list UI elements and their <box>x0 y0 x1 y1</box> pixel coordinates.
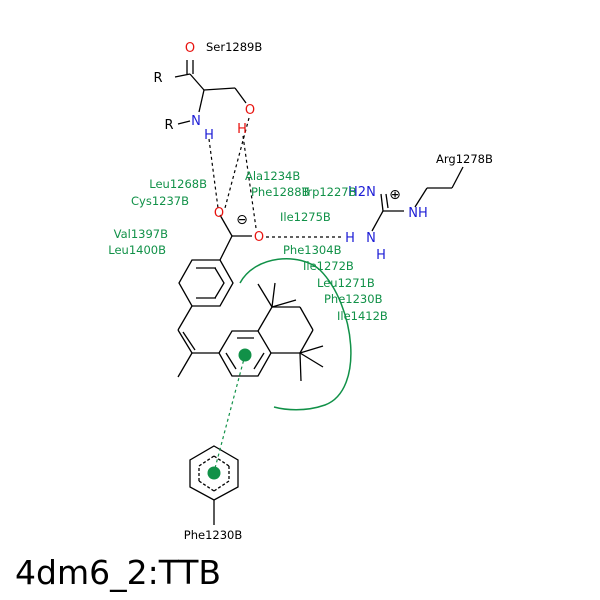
pi-stacking-line <box>213 354 246 473</box>
arg-sidechain <box>371 166 464 232</box>
atom-h-arg-1: H <box>345 231 355 246</box>
atom-o-carboxyl-1: O <box>214 206 224 221</box>
phe1230-ring <box>189 445 239 525</box>
residue-label-ser1289b: Ser1289B <box>206 40 262 54</box>
residue-label-phe1304b: Phe1304B <box>283 243 342 257</box>
atom-o-carbonyl: O <box>185 41 195 56</box>
residue-label-val1397b: Val1397B <box>114 227 168 241</box>
atom-r1: R <box>153 71 162 86</box>
pi-centroid-phe <box>207 466 221 480</box>
atom-nh-arg: NH <box>408 206 428 221</box>
residue-label-leu1268b: Leu1268B <box>149 177 207 191</box>
atom-n-arg-3: N <box>366 231 376 246</box>
atom-h2-arg: H2 <box>348 185 366 200</box>
residue-label-phe1288b: Phe1288B <box>251 185 310 199</box>
residue-label-leu1271b: Leu1271B <box>317 276 375 290</box>
ser-backbone <box>174 60 247 125</box>
residue-label-ala1234b: Ala1234B <box>245 169 300 183</box>
atom-o-carboxyl-2: O <box>254 230 264 245</box>
atom-h-backbone: H <box>204 128 214 143</box>
pi-centroid-ligand <box>238 348 252 362</box>
residue-label-arg1278b: Arg1278B <box>436 152 493 166</box>
residue-label-ile1272b: Ile1272B <box>303 259 354 273</box>
residue-label-leu1400b: Leu1400B <box>108 243 166 257</box>
atom-h-arg-2: H <box>376 248 386 263</box>
negative-charge: ⊖ <box>236 212 248 228</box>
residue-label-ile1412b: Ile1412B <box>337 309 388 323</box>
diagram-title: 4dm6_2:TTB <box>15 553 221 592</box>
atom-r2: R <box>164 118 173 133</box>
hydrophobic-arc <box>239 258 352 411</box>
residue-label-trp1227b: Trp1227B <box>301 185 357 199</box>
positive-charge: ⊕ <box>389 187 401 203</box>
residue-label-ile1275b: Ile1275B <box>280 210 331 224</box>
atom-n-arg-1: N <box>366 185 376 200</box>
residue-label-phe1230b: Phe1230B <box>324 292 383 306</box>
hydrogen-bonds <box>208 117 342 238</box>
ligand-bonds <box>177 214 324 382</box>
atom-h-ser: H <box>237 122 247 137</box>
atom-o-ser: O <box>245 103 255 118</box>
residue-label-phe1230b-ring: Phe1230B <box>184 528 243 542</box>
atom-n-backbone: N <box>191 114 201 129</box>
residue-label-cys1237b: Cys1237B <box>131 194 189 208</box>
